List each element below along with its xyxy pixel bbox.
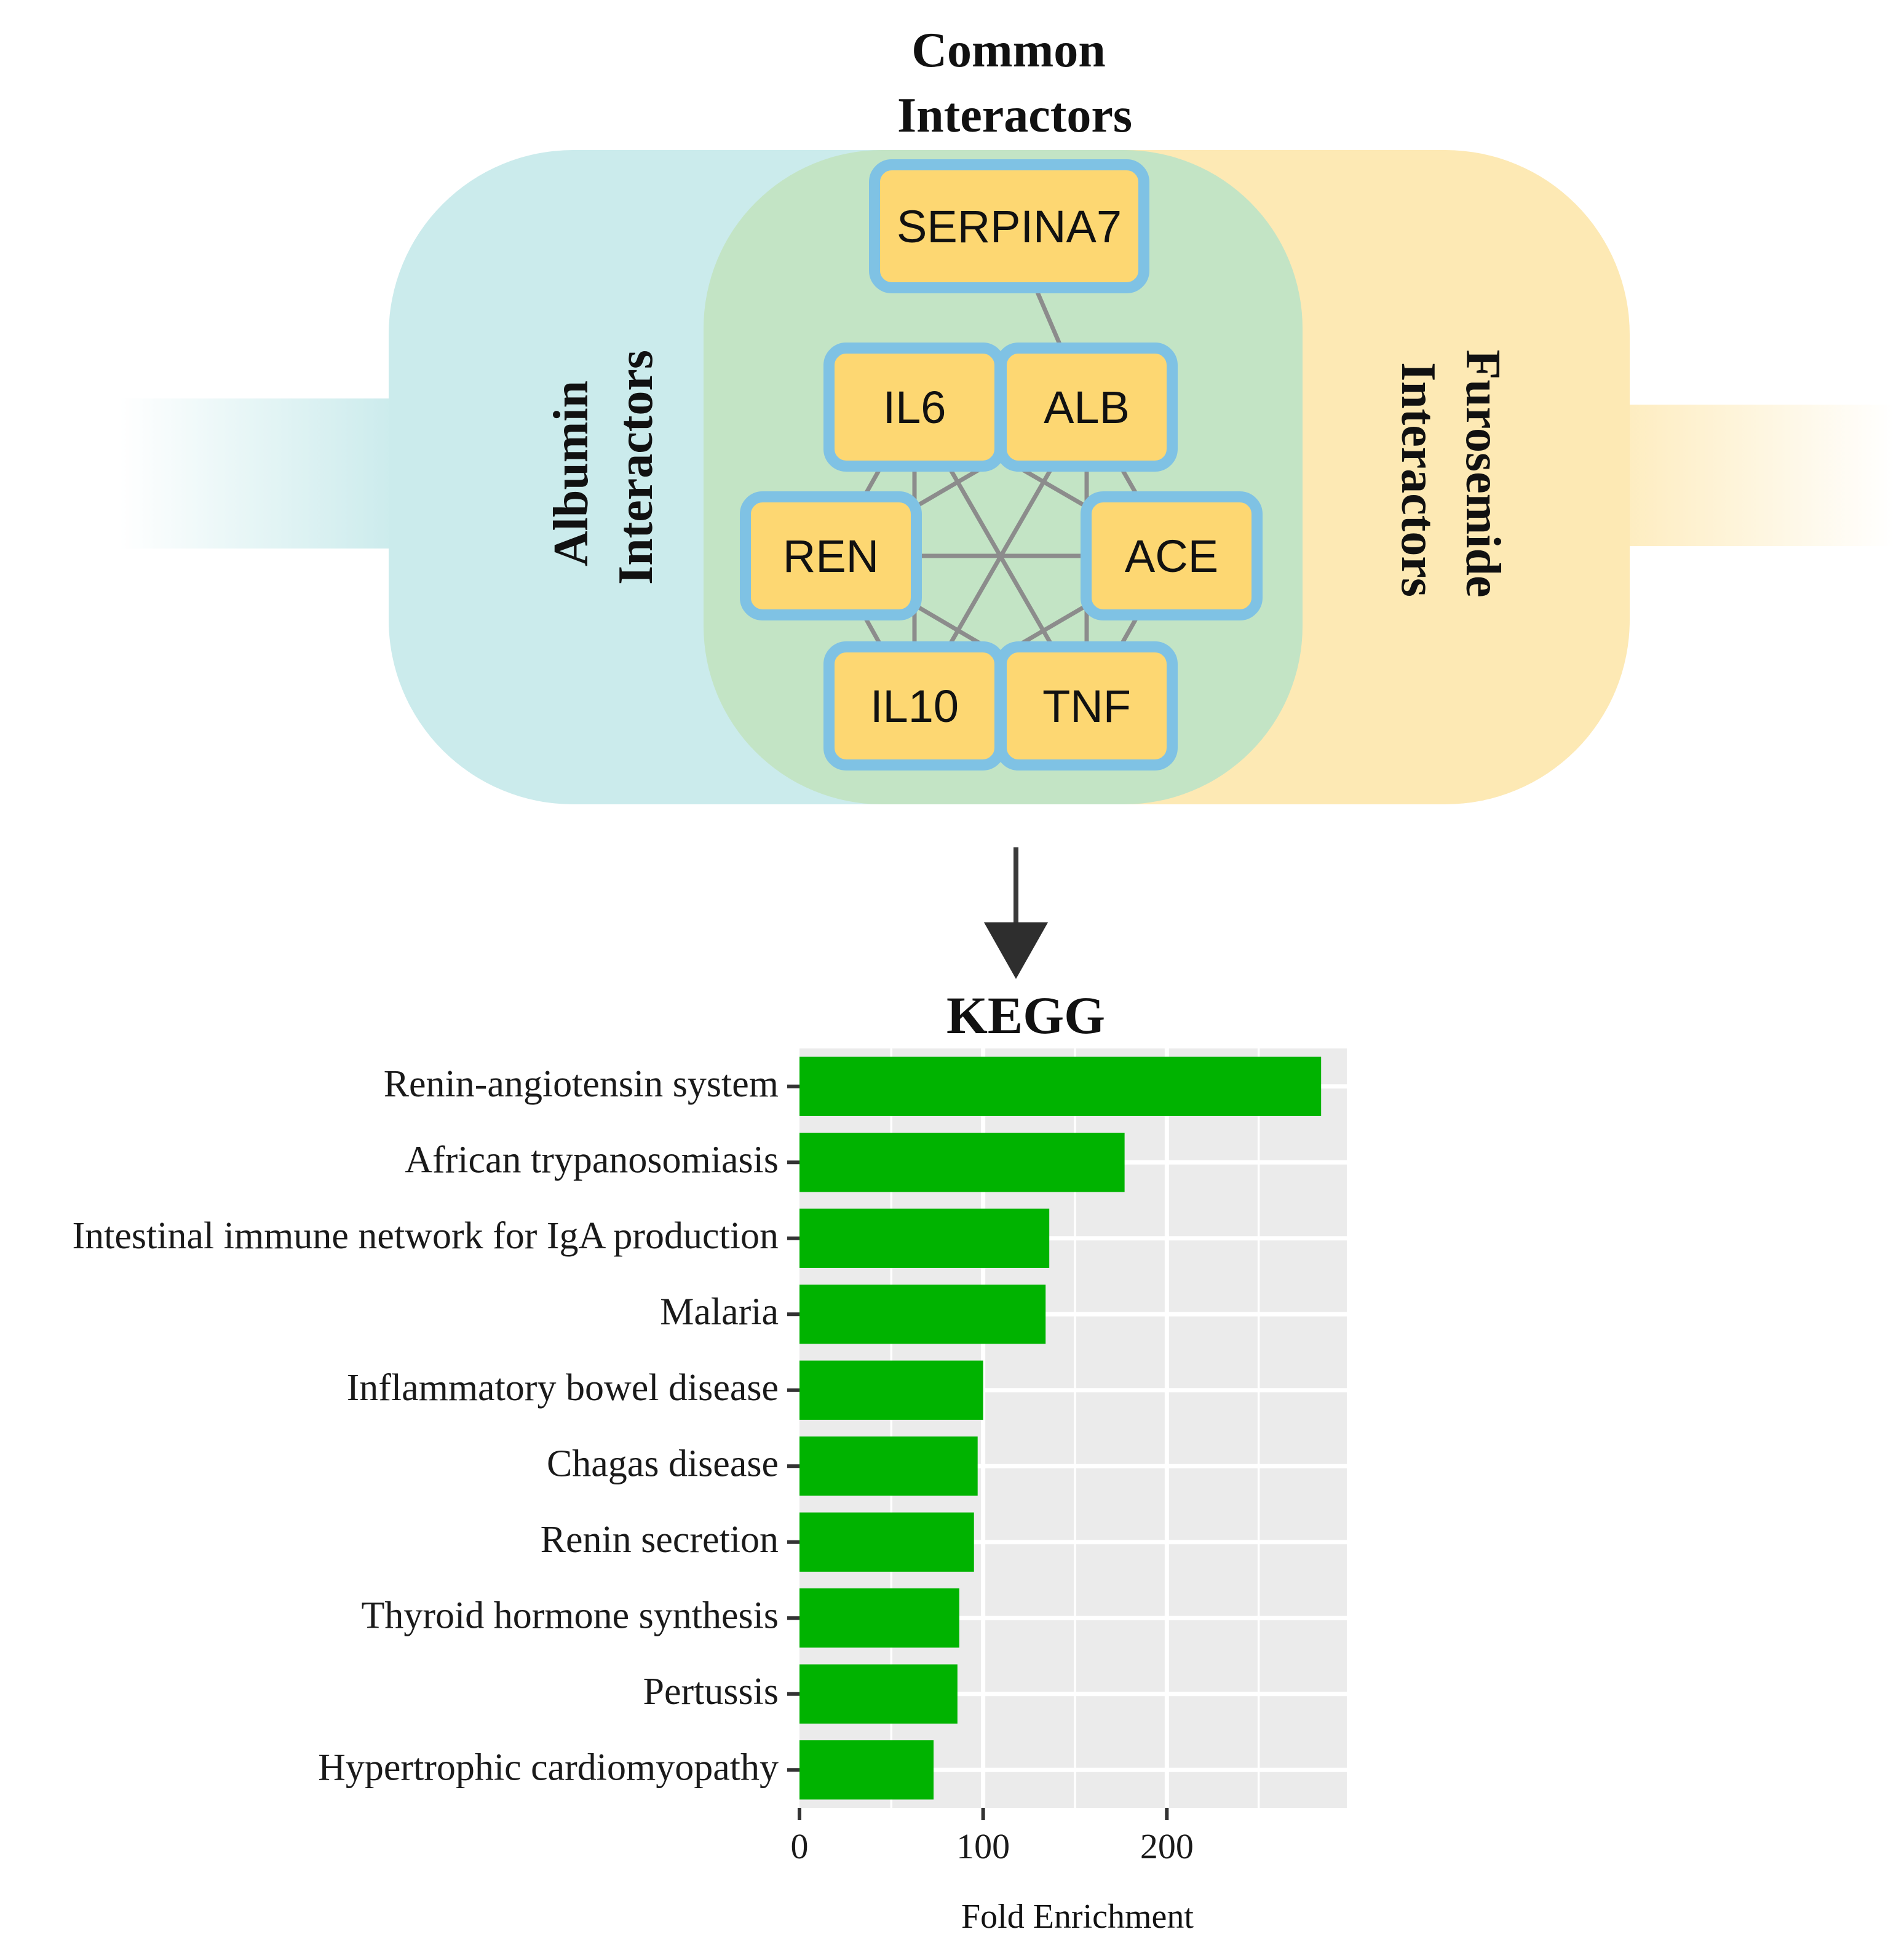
x-tick-label: 200 (1140, 1826, 1194, 1866)
interactor-venn-diagram: Common Interactors Albumin Interactors F… (120, 23, 1894, 804)
bar-5 (799, 1436, 978, 1496)
albumin-title-line-2: Interactors (609, 350, 663, 585)
down-arrow-icon (984, 847, 1048, 979)
y-tick-label: Inflammatory bowel disease (347, 1367, 779, 1409)
bar-0 (799, 1056, 1322, 1116)
y-tick-label: Malaria (660, 1291, 779, 1333)
x-tick-label: 100 (956, 1826, 1010, 1866)
common-title-line-1: Common (911, 23, 1106, 77)
albumin-interactors-title: Albumin Interactors (544, 350, 663, 585)
y-tick-label: Hypertrophic cardiomyopathy (318, 1746, 779, 1788)
node-ace: ACE (1081, 491, 1263, 620)
common-interactors-region (704, 150, 1303, 804)
furosemide-title-line-1: Furosemide (1456, 350, 1510, 598)
y-tick-label: Renin secretion (541, 1519, 779, 1561)
node-alb: ALB (996, 343, 1178, 472)
y-tick-label: Pertussis (643, 1671, 779, 1713)
node-label: TNF (1042, 681, 1131, 732)
node-box (869, 159, 1149, 293)
node-label: ALB (1044, 382, 1130, 433)
bar-8 (799, 1664, 958, 1724)
node-il6: IL6 (823, 343, 1006, 472)
node-box (996, 343, 1178, 472)
bar-2 (799, 1208, 1050, 1268)
bar-1 (799, 1133, 1125, 1192)
bar-4 (799, 1360, 983, 1420)
node-ren: REN (740, 491, 922, 620)
common-interactors-title: Common Interactors (897, 23, 1132, 143)
chart-title: KEGG (946, 986, 1105, 1045)
bars (799, 1056, 1322, 1800)
node-box (996, 641, 1178, 771)
y-tick-label: Thyroid hormone synthesis (362, 1594, 779, 1636)
y-tick-label: Intestinal immune network for IgA produc… (73, 1215, 779, 1257)
x-axis: 0 100 200 (791, 1808, 1194, 1866)
common-title-line-2: Interactors (897, 89, 1132, 143)
y-tick-label: Chagas disease (547, 1443, 779, 1484)
albumin-title-line-1: Albumin (544, 381, 598, 566)
node-label: REN (783, 531, 879, 582)
node-label: ACE (1125, 531, 1218, 582)
node-serpina7: SERPINA7 (869, 159, 1149, 293)
node-box (740, 491, 922, 620)
bar-7 (799, 1588, 959, 1648)
node-tnf: TNF (996, 641, 1178, 771)
node-label: IL10 (870, 681, 959, 732)
bar-3 (799, 1285, 1046, 1344)
albumin-band-tail (120, 398, 397, 549)
bar-6 (799, 1512, 974, 1572)
furosemide-interactors-title: Furosemide Interactors (1391, 350, 1510, 610)
node-label: SERPINA7 (897, 201, 1122, 252)
y-tick-label: African trypanosomiasis (405, 1139, 779, 1181)
x-tick-label: 0 (791, 1826, 809, 1866)
node-box (1081, 491, 1263, 620)
node-label: IL6 (883, 382, 946, 433)
bar-9 (799, 1740, 934, 1800)
furosemide-title-line-2: Interactors (1391, 362, 1445, 597)
y-tick-label: Renin-angiotensin system (384, 1063, 779, 1105)
node-il10: IL10 (823, 641, 1006, 771)
x-axis-label: Fold Enrichment (961, 1898, 1194, 1936)
